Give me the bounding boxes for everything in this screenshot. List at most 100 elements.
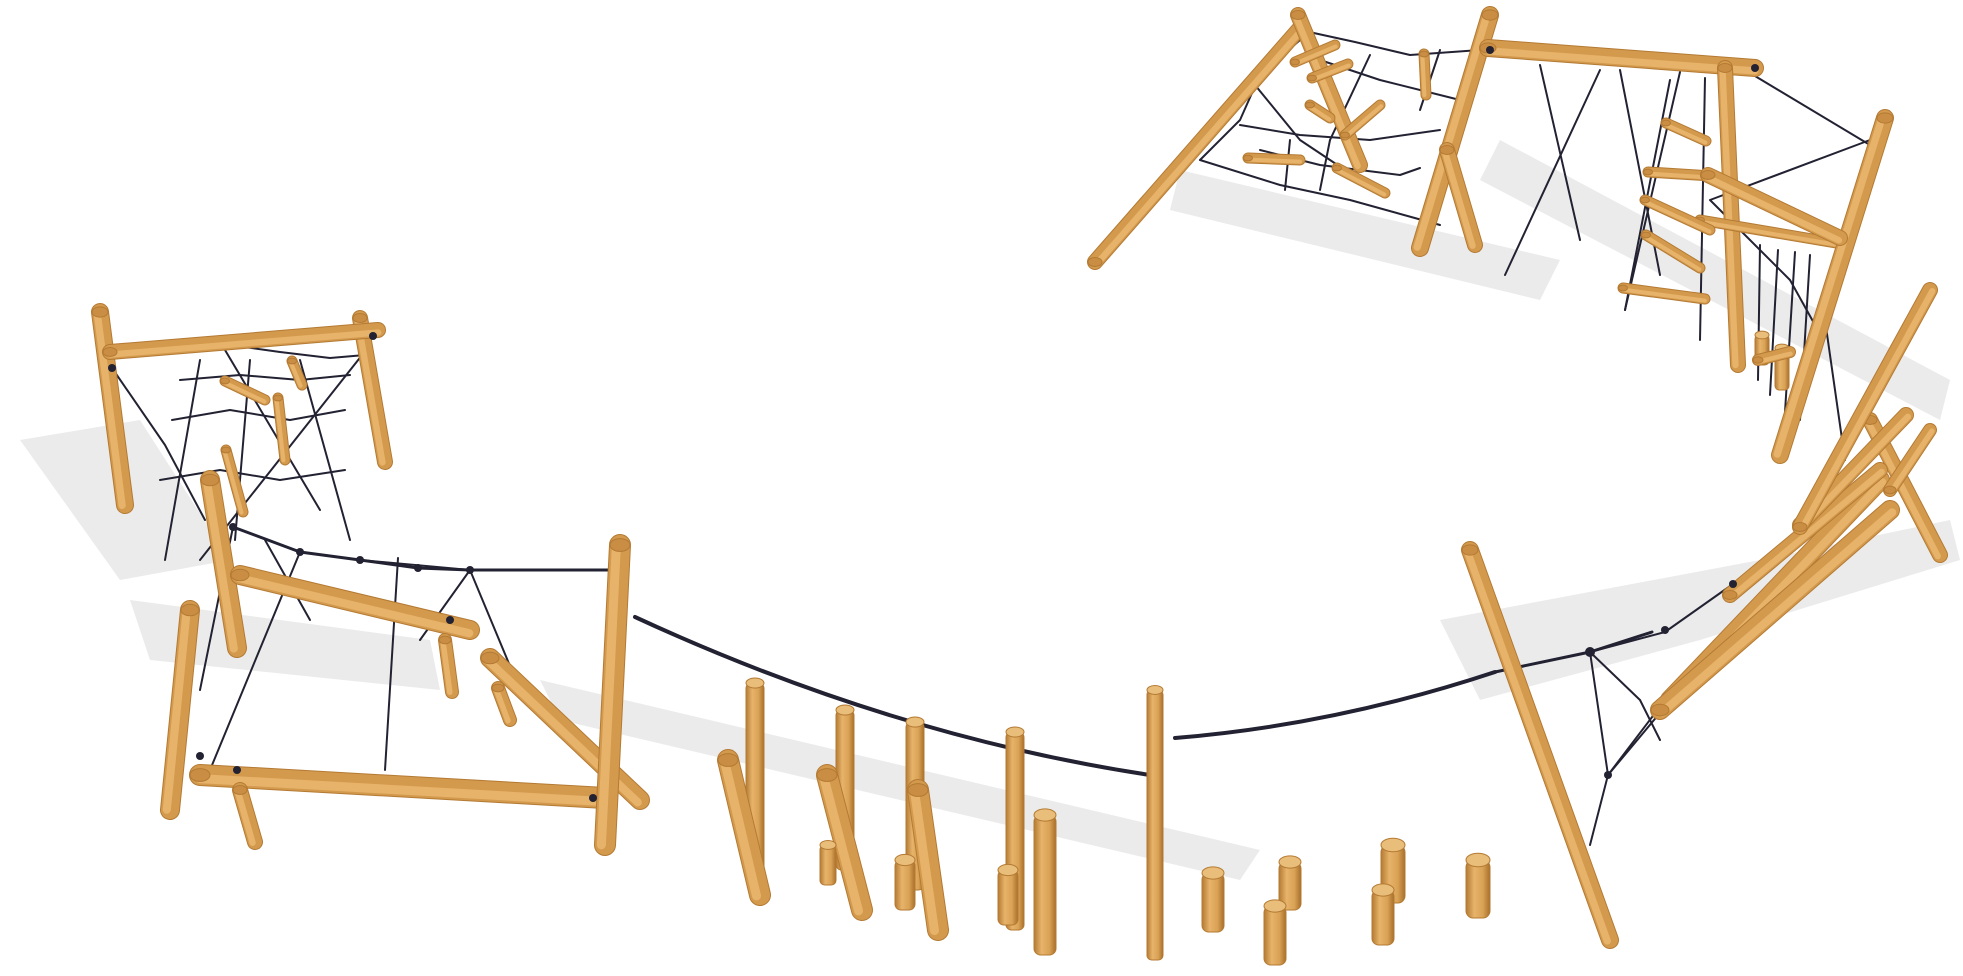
log-end (1340, 131, 1350, 139)
log-end (1661, 119, 1671, 127)
rope-knot (229, 523, 237, 531)
log-end (1883, 485, 1897, 495)
wooden-log (160, 600, 200, 820)
log-end (1305, 101, 1315, 109)
wooden-log (1290, 7, 1368, 173)
wooden-log (1771, 109, 1894, 464)
stump-top (1465, 852, 1491, 868)
rope (1769, 249, 1779, 396)
log-end (189, 768, 211, 782)
wooden-log (1752, 346, 1796, 366)
wooden-stump (819, 840, 837, 886)
log-end (273, 394, 283, 402)
ground-shadow (130, 600, 440, 690)
stump-top (1371, 883, 1395, 897)
rope (179, 374, 351, 381)
wooden-log (232, 782, 263, 850)
rope (231, 525, 614, 572)
rope (1504, 69, 1601, 276)
stump-top (1380, 837, 1406, 853)
wooden-stump (1263, 899, 1287, 966)
stump-top (1754, 330, 1770, 340)
wooden-log (272, 392, 291, 466)
wooden-log (1650, 500, 1900, 720)
wooden-log (1339, 99, 1386, 141)
rope (1173, 670, 1497, 740)
rope-knot (233, 766, 241, 774)
stump-top (745, 677, 765, 689)
log-end (200, 473, 220, 487)
log-end (907, 783, 929, 797)
wooden-log (594, 534, 631, 856)
wooden-log (1242, 152, 1306, 166)
rope (633, 615, 1152, 777)
ground-shadow (1480, 140, 1950, 420)
wooden-log (1883, 423, 1937, 497)
wooden-log (1640, 229, 1706, 274)
ground-shadow (540, 680, 1260, 880)
log-end (230, 568, 250, 582)
rope (1589, 651, 1661, 741)
log-end (180, 603, 200, 617)
wooden-stump (1371, 883, 1395, 946)
log-end (1717, 63, 1733, 73)
rope (1199, 159, 1441, 226)
rope-knot (414, 564, 422, 572)
rope-knot (1661, 626, 1669, 634)
log-end (1876, 112, 1894, 124)
log-end (1792, 522, 1808, 532)
rope-knot (589, 794, 597, 802)
wooden-log (1617, 282, 1711, 305)
rope-knot (296, 548, 304, 556)
wooden-log (1792, 282, 1938, 535)
wooden-log (200, 470, 247, 658)
wooden-log (286, 355, 308, 391)
rope (111, 367, 206, 521)
stump-top (997, 863, 1019, 877)
wooden-stump (1146, 685, 1164, 961)
stump-top (905, 716, 925, 728)
stump-top (894, 853, 916, 867)
rope (299, 359, 351, 541)
stump-top (819, 840, 837, 850)
log-end (232, 785, 248, 795)
wooden-log (1700, 167, 1848, 246)
log-end (1087, 257, 1103, 267)
rope (1589, 774, 1609, 846)
rope (1709, 139, 1871, 326)
log-end (609, 538, 631, 552)
wooden-log (1418, 48, 1432, 101)
log-end (1481, 9, 1499, 21)
log-end (91, 306, 109, 318)
wooden-log (1304, 99, 1336, 124)
wooden-stump (1465, 852, 1491, 919)
log-end (1641, 231, 1651, 239)
wooden-log (219, 375, 271, 406)
log-end (1650, 703, 1670, 717)
ground-shadow (1170, 170, 1560, 300)
rope (1589, 651, 1609, 776)
log-end (287, 357, 297, 365)
wooden-log (491, 681, 517, 727)
stump-top (1005, 726, 1025, 738)
log-end (491, 683, 505, 693)
log-end (816, 768, 838, 782)
rope-knot (356, 556, 364, 564)
log-end (1290, 10, 1306, 20)
rope-knots (108, 46, 1759, 802)
wooden-log (1439, 142, 1483, 253)
wooden-log (352, 310, 393, 470)
wooden-log (1411, 6, 1499, 257)
wooden-log (816, 764, 873, 921)
wooden-log (438, 633, 459, 699)
log-end (1307, 74, 1317, 82)
log-end (1640, 196, 1650, 204)
stump-top (1146, 685, 1164, 695)
wooden-log (230, 565, 480, 640)
rope (159, 469, 346, 481)
stump-top (1263, 899, 1287, 913)
stump-top (1278, 855, 1302, 869)
log-end (1243, 154, 1253, 162)
wooden-log (1717, 60, 1746, 373)
